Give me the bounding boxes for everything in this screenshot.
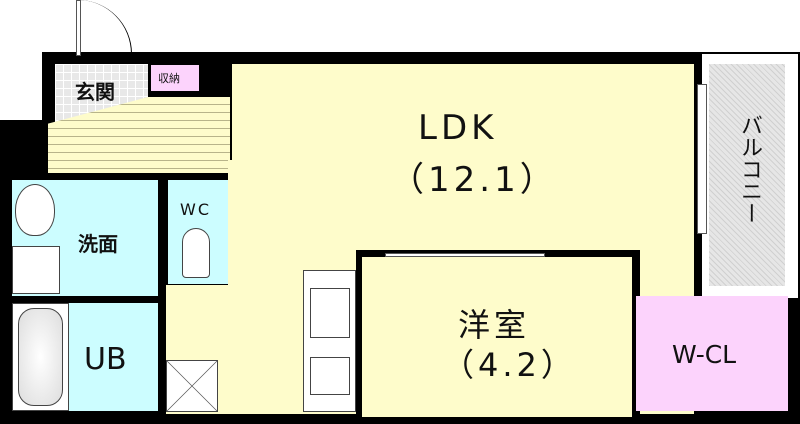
ldk-area-label: （12.1）: [390, 160, 558, 200]
storage-area: [150, 64, 200, 92]
walk-in-closet-label: W-CL: [672, 340, 737, 369]
western-room-area-label: （4.2）: [442, 346, 577, 384]
entrance-door: [78, 0, 132, 56]
western-room-area: [362, 257, 632, 417]
washbasin-icon: [15, 184, 55, 236]
storage-box-icon: [166, 360, 218, 412]
stove-icon: [310, 357, 350, 395]
western-room-label: 洋室: [458, 306, 531, 344]
entrance-label: 玄関: [75, 80, 115, 104]
toilet-icon: [182, 228, 210, 278]
entrance-door-leaf: [76, 0, 81, 56]
washroom-label: 洗面: [78, 232, 118, 256]
storage-label: 収納: [158, 72, 180, 85]
sink-icon: [310, 288, 350, 338]
ldk-balcony-window: [697, 84, 707, 234]
walk-in-closet-area: [636, 296, 788, 411]
balcony-label: バルコニー: [737, 114, 762, 224]
balcony-area: [709, 64, 785, 286]
ldk-label: LDK: [418, 108, 498, 148]
bath-label: UB: [84, 342, 127, 377]
western-room-sliding-door: [385, 253, 545, 257]
washing-machine-icon: [12, 246, 60, 294]
ldk-hall-extension: [228, 160, 236, 290]
toilet-label: WC: [180, 200, 211, 219]
bathtub-basin-icon: [18, 308, 63, 406]
